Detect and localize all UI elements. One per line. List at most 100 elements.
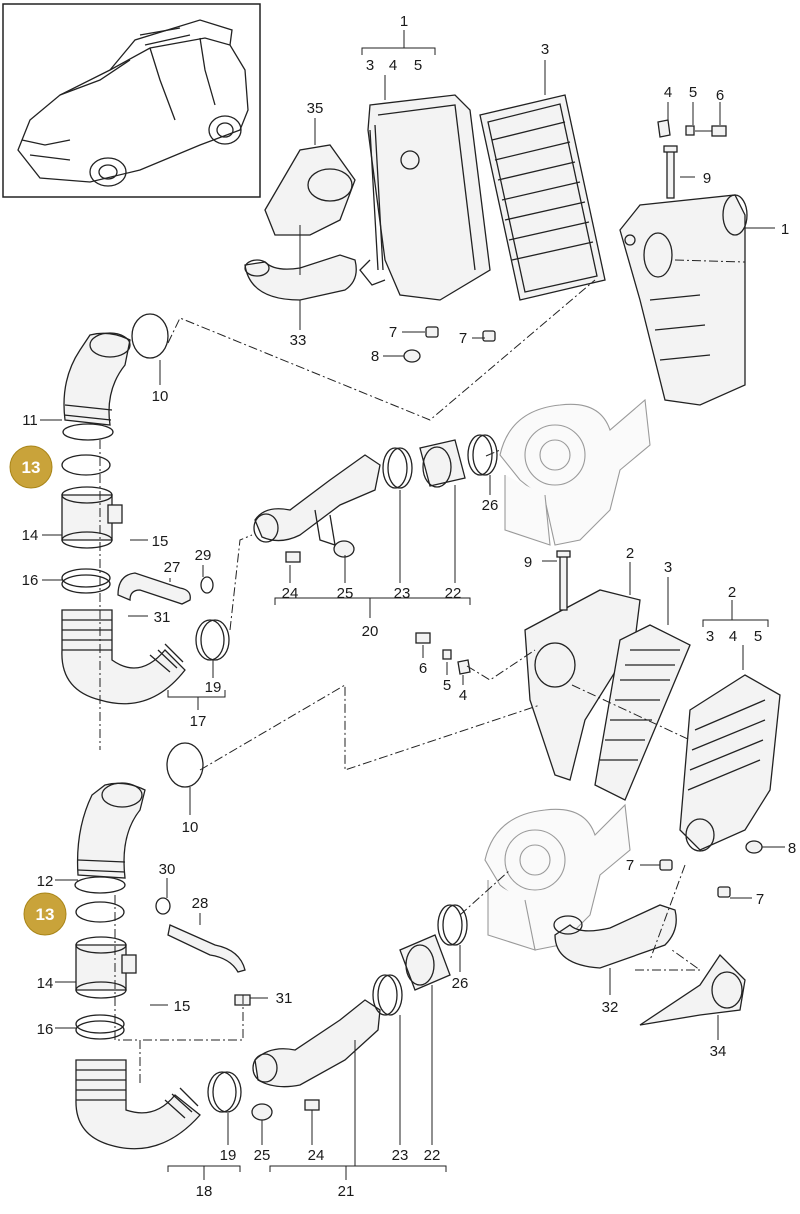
air-box-right-1 [619, 194, 748, 406]
callout-3[interactable]: 3 [664, 559, 672, 576]
air-filter-element-top [479, 94, 606, 301]
bolt-9-top [663, 145, 678, 199]
callout-32[interactable]: 32 [602, 999, 619, 1016]
callout-7[interactable]: 7 [626, 857, 634, 874]
clamp-16-b [75, 1014, 125, 1040]
callout-17[interactable]: 17 [190, 713, 207, 730]
callout-3[interactable]: 3 [541, 41, 549, 58]
callout-29[interactable]: 29 [195, 547, 212, 564]
air-filter-3-mid [594, 624, 691, 801]
callout-26[interactable]: 26 [482, 497, 499, 514]
callout-31[interactable]: 31 [276, 990, 293, 1007]
intake-duct-34 [639, 953, 746, 1026]
bolt-24-25-b [251, 1099, 320, 1121]
callout-7[interactable]: 7 [459, 330, 467, 347]
callout-7[interactable]: 7 [389, 324, 397, 341]
bellows-hose-17-a [61, 609, 186, 705]
intake-hose-33 [244, 254, 357, 301]
callout-1[interactable]: 1 [781, 221, 789, 238]
callout-5[interactable]: 5 [754, 628, 762, 645]
callout-3[interactable]: 3 [366, 57, 374, 74]
clamp-19-b [207, 1071, 242, 1113]
callout-2[interactable]: 2 [626, 545, 634, 562]
assembly-lines [99, 259, 746, 1085]
callout-33[interactable]: 33 [290, 332, 307, 349]
air-box-housing-2-a [524, 589, 641, 781]
callout-23[interactable]: 23 [394, 585, 411, 602]
vehicle-thumbnail [2, 3, 261, 198]
callout-30[interactable]: 30 [159, 861, 176, 878]
mass-airflow-sensor-14-a [61, 486, 123, 549]
callout-4[interactable]: 4 [729, 628, 737, 645]
callout-16[interactable]: 16 [37, 1021, 54, 1038]
callout-5[interactable]: 5 [443, 677, 451, 694]
callout-14[interactable]: 14 [37, 975, 54, 992]
mass-airflow-sensor-14-b [75, 936, 137, 999]
seal-ring-10-a [131, 313, 169, 359]
callout-10[interactable]: 10 [182, 819, 199, 836]
callout-4[interactable]: 4 [664, 84, 672, 101]
callout-5[interactable]: 5 [414, 57, 422, 74]
rubber-mounts-7-8-right [659, 840, 763, 898]
callout-4[interactable]: 4 [459, 687, 467, 704]
callout-26[interactable]: 26 [452, 975, 469, 992]
callout-25[interactable]: 25 [254, 1147, 271, 1164]
rubber-mounts-7-8-top [403, 326, 496, 363]
clamp-19-a [195, 619, 230, 661]
bolt-24-25-a [285, 540, 355, 563]
callout-9[interactable]: 9 [703, 170, 711, 187]
callout-22[interactable]: 22 [424, 1147, 441, 1164]
callout-8[interactable]: 8 [788, 840, 796, 857]
callout-9[interactable]: 9 [524, 554, 532, 571]
charge-pipe-21 [252, 999, 381, 1088]
callout-6[interactable]: 6 [419, 660, 427, 677]
callout-2[interactable]: 2 [728, 584, 736, 601]
callout-20[interactable]: 20 [362, 623, 379, 640]
callout-16[interactable]: 16 [22, 572, 39, 589]
o-ring-13-b [75, 901, 125, 923]
air-box-housing-2-b [679, 674, 781, 852]
elbow-hose-12 [74, 782, 146, 894]
callout-11[interactable]: 11 [22, 412, 38, 429]
leader-lines [40, 30, 785, 1180]
bolt-9-mid [556, 550, 571, 611]
callout-10[interactable]: 10 [152, 388, 169, 405]
intake-duct-35 [264, 144, 356, 236]
turbocharger-ghost-b [484, 803, 631, 951]
badge-label: 13 [36, 905, 55, 924]
grommet-4-5-6-top [657, 119, 727, 138]
highlight-badge-13-b[interactable]: 13 [23, 892, 67, 936]
callout-23[interactable]: 23 [392, 1147, 409, 1164]
callout-35[interactable]: 35 [307, 100, 324, 117]
callout-31[interactable]: 31 [154, 609, 171, 626]
callout-15[interactable]: 15 [152, 533, 169, 550]
callout-4[interactable]: 4 [389, 57, 397, 74]
callout-25[interactable]: 25 [337, 585, 354, 602]
callout-24[interactable]: 24 [282, 585, 299, 602]
air-box-housing-top [359, 94, 491, 301]
clamps-23-22-26-b [372, 904, 468, 1016]
callout-22[interactable]: 22 [445, 585, 462, 602]
callout-3[interactable]: 3 [706, 628, 714, 645]
o-ring-13-a [61, 454, 111, 476]
callout-34[interactable]: 34 [710, 1043, 727, 1060]
callout-6[interactable]: 6 [716, 87, 724, 104]
callout-7[interactable]: 7 [756, 891, 764, 908]
callout-5[interactable]: 5 [689, 84, 697, 101]
callout-15[interactable]: 15 [174, 998, 191, 1015]
callout-21[interactable]: 21 [338, 1183, 355, 1200]
callout-14[interactable]: 14 [22, 527, 39, 544]
callout-18[interactable]: 18 [196, 1183, 213, 1200]
highlight-badge-13-a[interactable]: 13 [9, 445, 53, 489]
callout-28[interactable]: 28 [192, 895, 209, 912]
callout-8[interactable]: 8 [371, 348, 379, 365]
callout-24[interactable]: 24 [308, 1147, 325, 1164]
charge-pipe-20 [253, 454, 381, 546]
callout-19[interactable]: 19 [205, 679, 222, 696]
seal-ring-10-b [166, 742, 204, 788]
callout-19[interactable]: 19 [220, 1147, 237, 1164]
grommet-4-5-6-mid [415, 632, 471, 675]
callout-12[interactable]: 12 [37, 873, 54, 890]
callout-27[interactable]: 27 [164, 559, 181, 576]
callout-1[interactable]: 1 [400, 13, 408, 30]
